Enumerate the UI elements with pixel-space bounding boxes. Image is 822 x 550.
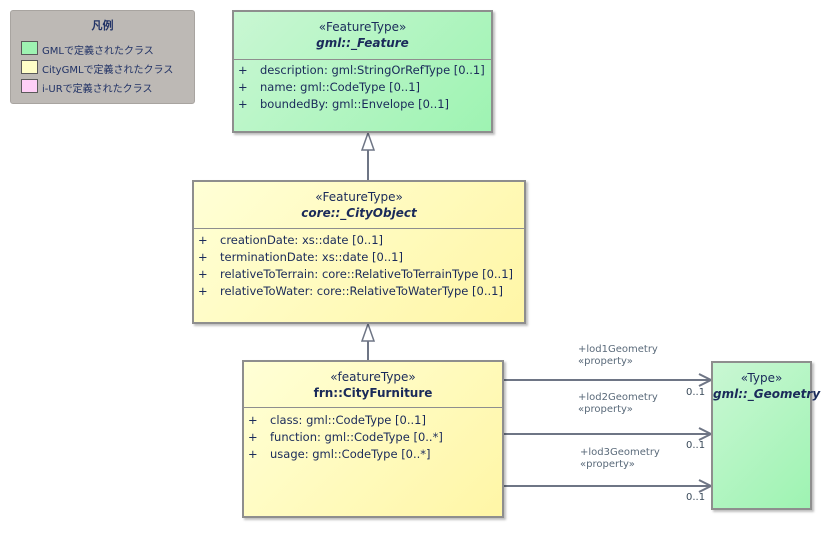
role-name: +lod1Geometry <box>578 344 658 355</box>
class-stereotype: «Type» <box>740 371 783 385</box>
class-name: gml::_Feature <box>316 36 409 50</box>
role-name: +lod2Geometry <box>578 392 658 403</box>
attribute-visibility: + <box>238 97 248 111</box>
multiplicity-lod3: 0..1 <box>686 492 706 503</box>
class-stereotype: «FeatureType» <box>318 20 407 34</box>
class-core-cityobject[interactable]: «FeatureType» core::_CityObject + creati… <box>192 180 526 324</box>
compartment-divider <box>194 228 524 229</box>
generalization-arrowhead-cityfurniture <box>360 321 376 342</box>
legend: 凡例 GMLで定義されたクラス CityGMLで定義されたクラス i-URで定義… <box>10 10 195 104</box>
multiplicity-lod2: 0..1 <box>686 440 706 451</box>
attribute-visibility: + <box>198 267 208 281</box>
legend-swatch-gml <box>21 41 38 55</box>
attribute-visibility: + <box>238 63 248 77</box>
class-gml-geometry[interactable]: «Type» gml::_Geometry <box>711 361 821 510</box>
attribute-text: boundedBy: gml::Envelope [0..1] <box>260 97 450 111</box>
legend-swatch-iur <box>21 79 38 93</box>
class-name: gml::_Geometry <box>713 387 821 401</box>
class-name: frn::CityFurniture <box>313 386 433 400</box>
role-stereotype: «property» <box>580 459 635 470</box>
class-stereotype: «featureType» <box>330 370 416 384</box>
generalization-arrowhead-cityobject <box>360 130 376 151</box>
attribute-visibility: + <box>198 284 208 298</box>
legend-label: CityGMLで定義されたクラス <box>42 65 174 76</box>
association-role-lod2: +lod2Geometry «property» <box>578 392 658 416</box>
class-stereotype: «FeatureType» <box>315 190 403 204</box>
attribute-text: terminationDate: xs::date [0..1] <box>220 250 403 264</box>
attribute-text: relativeToWater: core::RelativeToWaterTy… <box>220 284 503 298</box>
compartment-divider <box>244 407 502 408</box>
attribute-visibility: + <box>198 233 208 247</box>
attribute-text: function: gml::CodeType [0..*] <box>270 430 443 444</box>
association-role-lod1: +lod1Geometry «property» <box>578 344 658 368</box>
compartment-divider <box>234 59 491 60</box>
association-role-lod3: +lod3Geometry «property» <box>580 447 660 471</box>
role-name: +lod3Geometry <box>580 447 660 458</box>
class-frn-cityfurniture[interactable]: «featureType» frn::CityFurniture + class… <box>242 360 504 518</box>
attribute-text: class: gml::CodeType [0..1] <box>270 413 426 427</box>
multiplicity-lod1: 0..1 <box>686 387 706 398</box>
attribute-visibility: + <box>248 447 258 461</box>
legend-swatch-citygml <box>21 60 38 74</box>
role-stereotype: «property» <box>578 356 633 367</box>
legend-label: i-URで定義されたクラス <box>42 84 153 95</box>
role-stereotype: «property» <box>578 404 633 415</box>
attribute-visibility: + <box>248 430 258 444</box>
legend-label: GMLで定義されたクラス <box>42 46 154 57</box>
attribute-text: description: gml:StringOrRefType [0..1] <box>260 63 485 77</box>
attribute-text: usage: gml::CodeType [0..*] <box>270 447 431 461</box>
attribute-visibility: + <box>248 413 258 427</box>
class-gml-feature[interactable]: «FeatureType» gml::_Feature + descriptio… <box>232 10 493 133</box>
class-name: core::_CityObject <box>301 206 417 220</box>
attribute-text: relativeToTerrain: core::RelativeToTerra… <box>220 267 514 281</box>
legend-title: 凡例 <box>91 19 114 32</box>
attribute-visibility: + <box>198 250 208 264</box>
attribute-visibility: + <box>238 80 248 94</box>
attribute-text: name: gml::CodeType [0..1] <box>260 80 421 94</box>
attribute-text: creationDate: xs::date [0..1] <box>220 233 384 247</box>
